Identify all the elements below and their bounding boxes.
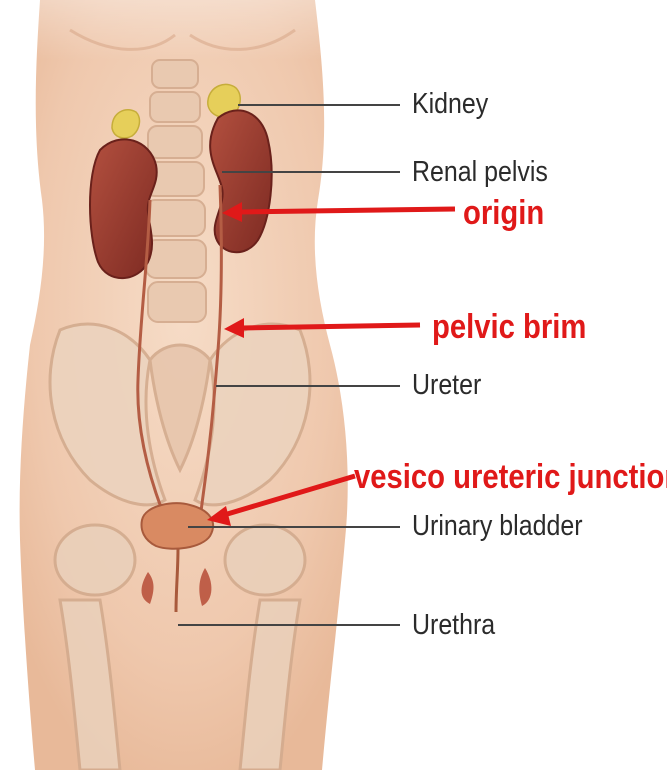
label-urethra: Urethra [412, 611, 495, 640]
annotation-origin: origin [463, 196, 544, 230]
label-kidney: Kidney [412, 90, 488, 119]
urinary-bladder [142, 503, 214, 549]
kidney-right [210, 110, 272, 252]
annotation-pelvic-brim: pelvic brim [432, 310, 586, 344]
label-renal-pelvis: Renal pelvis [412, 158, 548, 187]
spine [145, 60, 206, 322]
label-urinary-bladder: Urinary bladder [412, 512, 583, 541]
label-ureter: Ureter [412, 371, 481, 400]
annotation-vesico-ureteric-junction: vesico ureteric junction [354, 460, 667, 494]
